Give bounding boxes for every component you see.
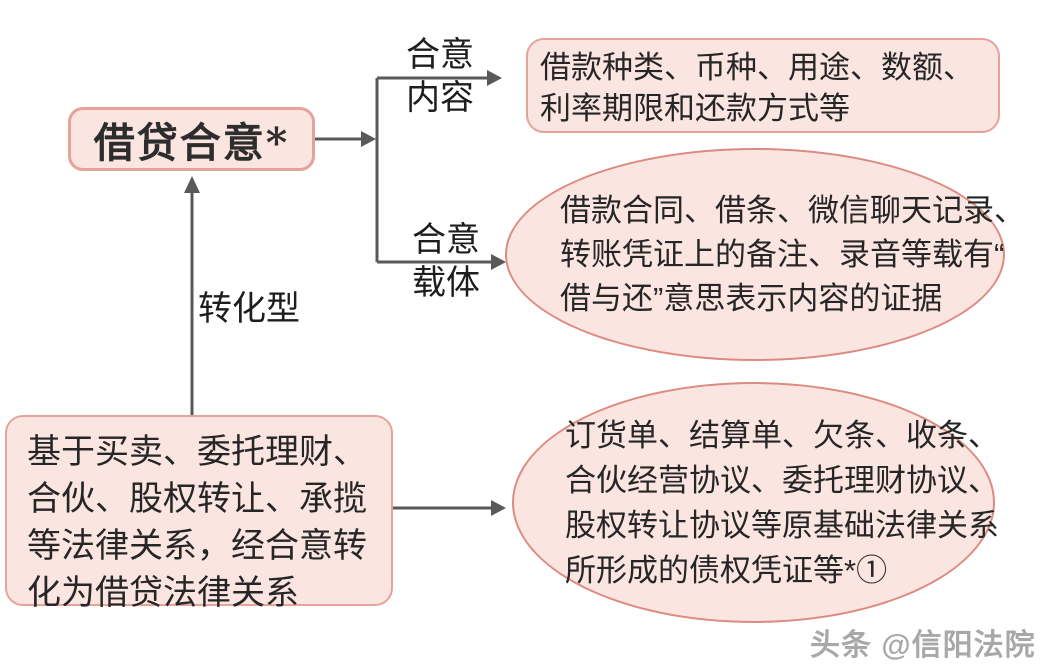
- arrowhead-main-to-trunk: [361, 131, 376, 147]
- transform-type-label: 转化型: [198, 290, 300, 328]
- debt-vouchers-line4: 所形成的债权凭证等*①: [565, 552, 888, 588]
- lending-consent-node: 借贷合意*: [68, 107, 315, 171]
- loan-elements-line1: 借款种类、币种、用途、数额、: [540, 50, 974, 85]
- debt-vouchers-line1: 订货单、结算单、欠条、收条、: [565, 417, 999, 453]
- consent-evidence-line1: 借款合同、借条、微信聊天记录、: [560, 192, 1025, 228]
- consent-content-label-line2: 内容: [406, 79, 474, 117]
- watermark-text: 头条 @信阳法院: [810, 629, 1036, 662]
- consent-evidence-line2: 转账凭证上的备注、录音等载有“: [560, 236, 1005, 272]
- consent-evidence-line3: 借与还”意思表示内容的证据: [560, 280, 943, 316]
- converted-basis-line3: 等法律关系，经合意转: [27, 527, 367, 565]
- converted-basis-line2: 合伙、股权转让、承揽: [27, 480, 367, 518]
- arrowhead-transform-type: [184, 176, 200, 193]
- consent-carrier-label: 合意 载体: [398, 219, 494, 305]
- arrowhead-consent-carrier: [491, 254, 506, 270]
- consent-content-label: 合意 内容: [395, 34, 485, 120]
- debt-vouchers-ellipse: 订货单、结算单、欠条、收条、 合伙经营协议、委托理财协议、 股权转让协议等原基础…: [512, 382, 999, 623]
- loan-elements-box: 借款种类、币种、用途、数额、 利率期限和还款方式等: [526, 38, 1000, 133]
- lending-consent-label: 借贷合意*: [93, 119, 290, 167]
- arrowhead-consent-content: [487, 70, 502, 86]
- debt-vouchers-line3: 股权转让协议等原基础法律关系: [565, 507, 999, 543]
- loan-elements-line2: 利率期限和还款方式等: [540, 91, 850, 126]
- consent-carrier-label-line2: 载体: [412, 264, 480, 302]
- debt-vouchers-line2: 合伙经营协议、委托理财协议、: [565, 462, 999, 498]
- converted-basis-line1: 基于买卖、委托理财、: [27, 433, 367, 471]
- consent-carrier-label-line1: 合意: [412, 221, 480, 259]
- consent-content-label-line1: 合意: [406, 36, 474, 74]
- converted-basis-line4: 化为借贷法律关系: [27, 574, 299, 612]
- converted-basis-box: 基于买卖、委托理财、 合伙、股权转让、承揽 等法律关系，经合意转 化为借贷法律关…: [5, 415, 393, 612]
- arrowhead-basis-to-vouchers: [491, 500, 506, 516]
- consent-evidence-ellipse: 借款合同、借条、微信聊天记录、 转账凭证上的备注、录音等载有“ 借与还”意思表示…: [505, 148, 1025, 361]
